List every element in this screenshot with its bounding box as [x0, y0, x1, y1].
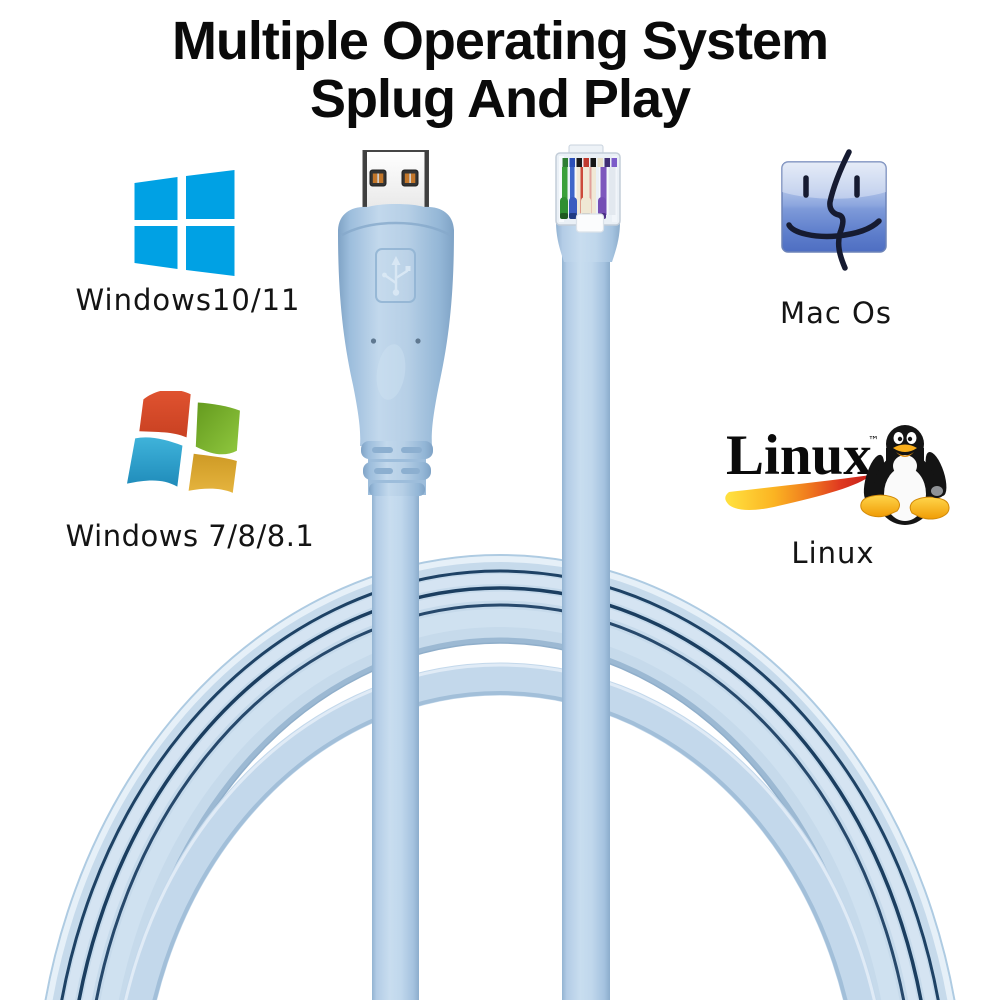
- windows-7-8-label: Windows 7/8/8.1: [65, 519, 315, 553]
- windows-10-logo: [134, 170, 235, 276]
- title-line-1: Multiple Operating System: [171, 11, 829, 71]
- rj45-contacts: [562, 158, 617, 167]
- page-title: Multiple Operating System Splug And Play: [0, 12, 1000, 129]
- windows-10-11-label: Windows10/11: [75, 283, 301, 317]
- linux-label: Linux: [791, 536, 875, 570]
- rj45-connector: [555, 144, 621, 262]
- rj45-cable: [562, 256, 610, 1000]
- flat-cable-coil: [44, 554, 956, 1000]
- rj45-white-tab: [575, 213, 605, 233]
- linux-trademark: ™: [868, 434, 879, 447]
- mold-dot: [370, 338, 377, 344]
- strain-relief: [361, 441, 433, 496]
- usb-trident-icon: [375, 248, 416, 303]
- inner-cable-loop: [123, 662, 877, 1000]
- title-line-2: Splug And Play: [309, 69, 691, 130]
- finder-face: [786, 149, 882, 271]
- usb-metal-shell: [362, 150, 429, 209]
- windows-7-flag-logo: [127, 391, 240, 493]
- usb-a-connector: [338, 150, 454, 496]
- rj45-boot: [556, 222, 620, 262]
- linux-logo-block: Linux ™: [725, 424, 950, 525]
- usb-body: [338, 204, 454, 446]
- linux-wordmark: Linux: [726, 424, 872, 487]
- finder-smile: [786, 218, 882, 240]
- usb-cable: [372, 490, 419, 1000]
- usb-contact-slot: [401, 169, 419, 187]
- mold-dot: [415, 338, 421, 344]
- mac-os-label: Mac Os: [780, 296, 892, 330]
- mac-finder-icon: [781, 149, 887, 271]
- usb-contact-slot: [369, 169, 387, 187]
- tux-penguin-icon: [860, 425, 950, 525]
- linux-swoosh: [725, 475, 871, 511]
